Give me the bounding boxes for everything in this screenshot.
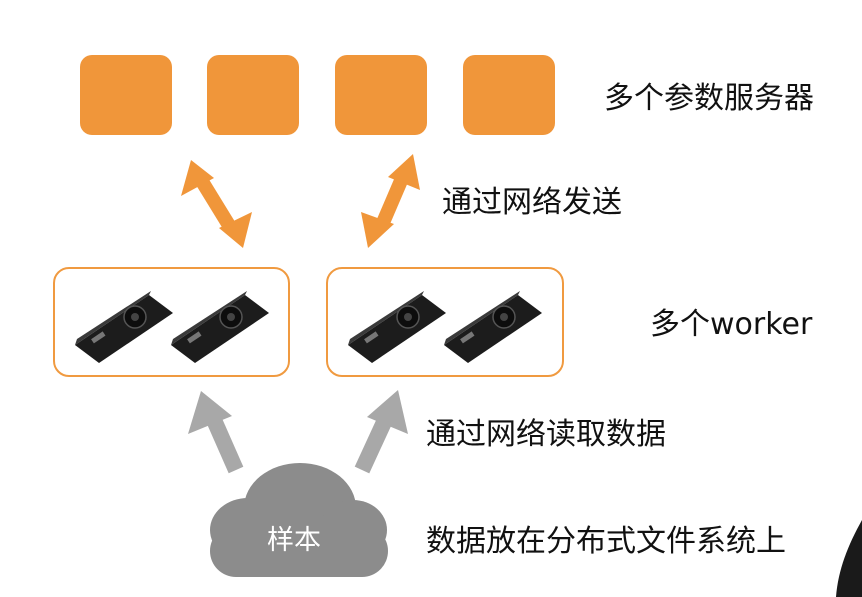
cloud-icon xyxy=(210,463,388,577)
parameter-server-4 xyxy=(463,55,555,135)
send-arrow-left xyxy=(181,160,252,248)
gpu-card-icon xyxy=(444,291,542,363)
gpu-card-icon xyxy=(348,291,446,363)
network-send-label: 通过网络发送 xyxy=(442,185,622,220)
parameter-server-1 xyxy=(80,55,172,135)
network-read-label: 通过网络读取数据 xyxy=(426,417,666,452)
parameter-server-2 xyxy=(207,55,299,135)
worker-box-2 xyxy=(326,267,564,377)
cloud-label: 样本 xyxy=(267,525,321,556)
send-arrow-right xyxy=(361,154,420,248)
read-arrow-left xyxy=(188,391,244,474)
distributed-fs-label: 数据放在分布式文件系统上 xyxy=(426,524,786,559)
workers-label: 多个worker xyxy=(650,307,813,342)
worker-box-1 xyxy=(53,267,290,377)
read-arrow-right xyxy=(354,390,408,474)
parameter-servers-label: 多个参数服务器 xyxy=(604,81,814,116)
gpu-card-icon xyxy=(75,291,173,363)
gpu-card-icon xyxy=(171,291,269,363)
parameter-server-3 xyxy=(335,55,427,135)
